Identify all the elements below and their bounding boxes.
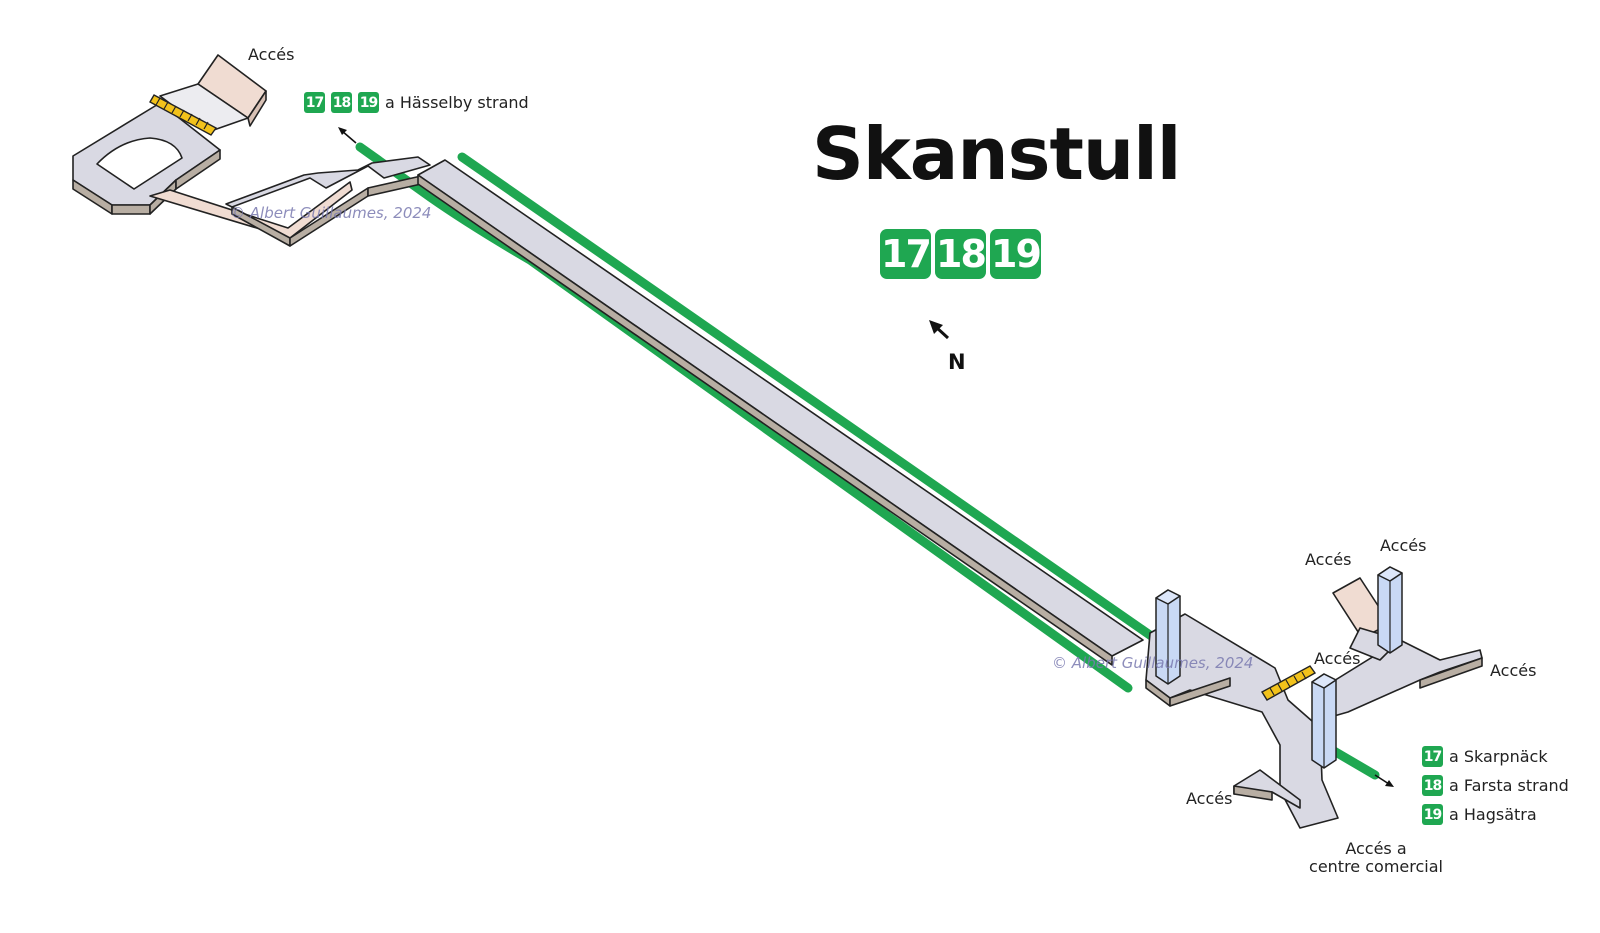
north-arrow-icon — [929, 320, 950, 340]
destination-southbound-17: 17 a Skarpnäck — [1422, 746, 1548, 767]
copyright-watermark: © Albert Guillaumes, 2024 — [1052, 654, 1254, 672]
direction-arrow-icon — [338, 127, 1394, 787]
line-badge-18: 18 — [331, 92, 352, 113]
line-badge-19: 19 — [358, 92, 379, 113]
line-badge-19: 19 — [1422, 804, 1443, 825]
destination-northbound: 17 18 19 a Hässelby strand — [304, 92, 529, 113]
station-title: Skanstull — [812, 112, 1181, 196]
line-badge-17: 17 — [1422, 746, 1443, 767]
line-badge-19: 19 — [990, 229, 1042, 279]
line-badge-17: 17 — [880, 229, 932, 279]
escalator-icon — [149, 94, 218, 136]
access-label-line: Accés a — [1345, 839, 1407, 858]
destination-text: a Skarpnäck — [1449, 747, 1548, 766]
destination-text: a Hässelby strand — [385, 93, 529, 112]
escalator-icon — [1261, 665, 1317, 701]
corridor-zigzag — [225, 156, 431, 208]
destination-text: a Farsta strand — [1449, 776, 1569, 795]
line-badge-18: 18 — [1422, 775, 1443, 796]
north-label: N — [948, 350, 966, 374]
destination-text: a Hagsätra — [1449, 805, 1537, 824]
station-lines: 17 18 19 — [880, 229, 1042, 279]
destination-southbound-19: 19 a Hagsätra — [1422, 804, 1537, 825]
access-label-right-upper-2: Accés — [1380, 536, 1427, 555]
access-label-line: centre comercial — [1309, 857, 1443, 877]
destination-southbound-18: 18 a Farsta strand — [1422, 775, 1569, 796]
access-label-right-middle: Accés — [1314, 649, 1361, 668]
copyright-watermark: © Albert Guillaumes, 2024 — [230, 204, 432, 222]
access-label-shopping-centre: Accés a centre comercial — [1286, 839, 1466, 877]
access-label-top-left: Accés — [248, 45, 295, 64]
access-label-right-upper-1: Accés — [1305, 550, 1352, 569]
line-badge-18: 18 — [935, 229, 987, 279]
platform — [417, 159, 1144, 666]
elevator-icon — [1155, 566, 1403, 769]
access-label-right-far: Accés — [1490, 661, 1537, 680]
track-north — [457, 152, 1185, 661]
access-label-bottom-left: Accés — [1186, 789, 1233, 808]
platform-side — [417, 174, 1113, 666]
line-badge-17: 17 — [304, 92, 325, 113]
